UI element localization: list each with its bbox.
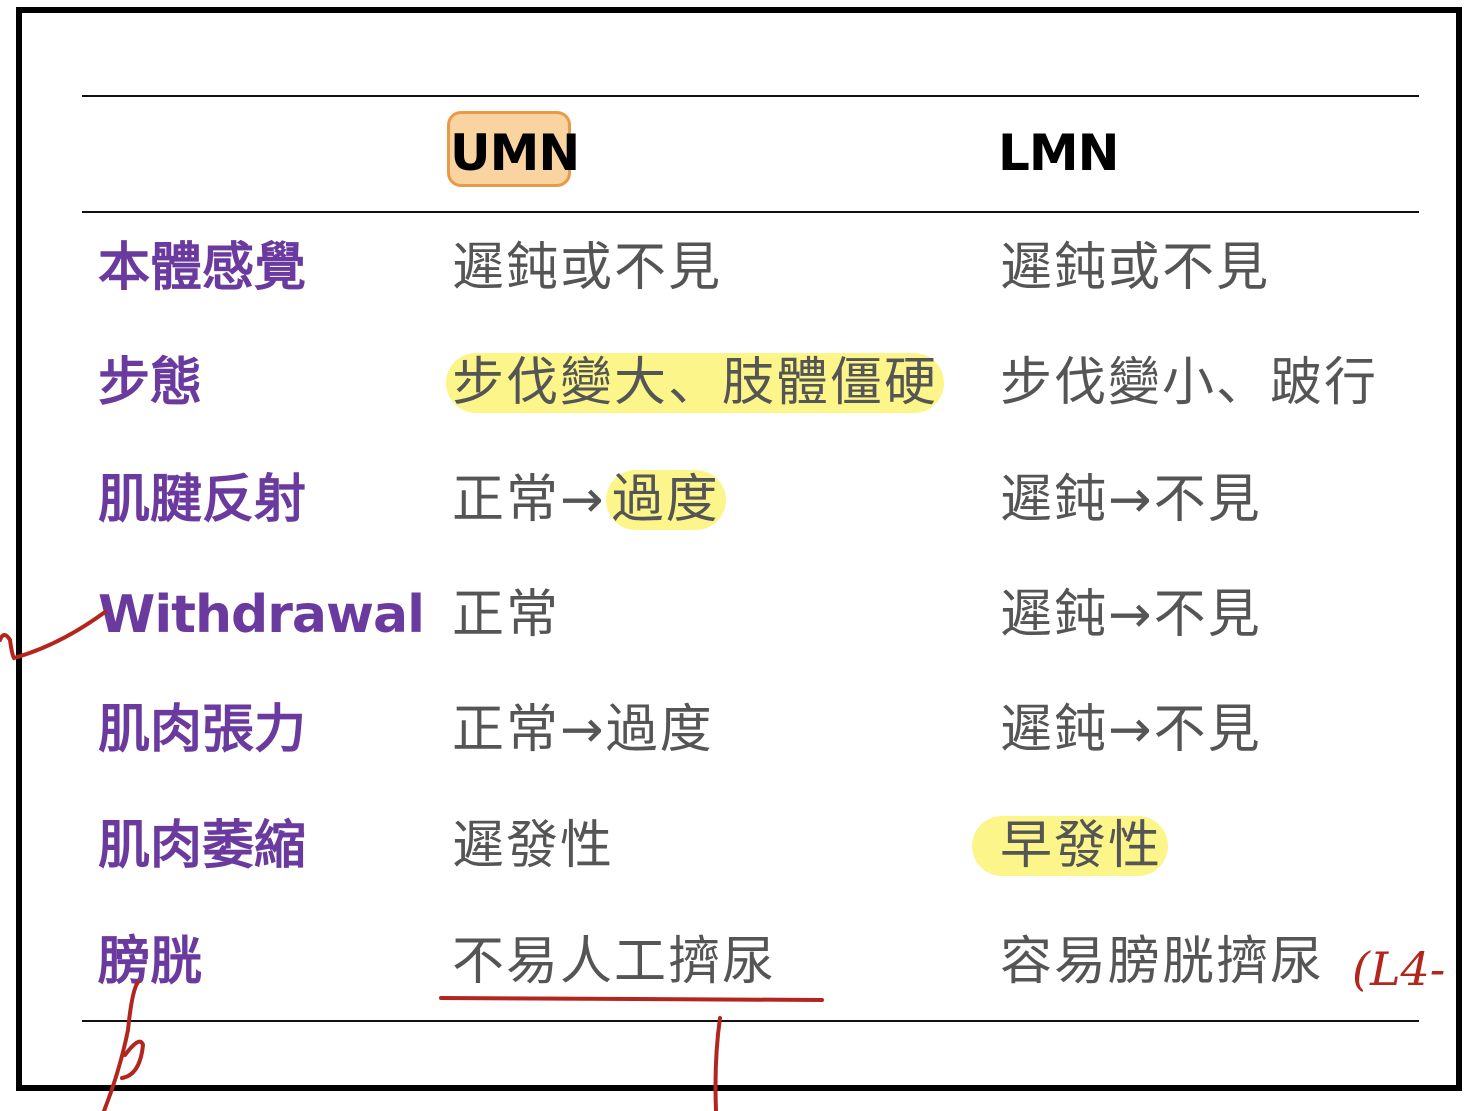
table-row: 肌腱反射 正常→過度 遲鈍→不見 [0,460,1475,540]
umn-cell: 遲鈍或不見 [452,238,723,298]
row-label: 本體感覺 [98,238,307,298]
row-label: 肌肉張力 [98,700,307,760]
umn-cell: 遲發性 [452,816,615,876]
header-umn-badge: UMN [447,111,580,187]
highlight: 步伐變大、肢體僵硬 [446,353,945,413]
highlight: 過度 [605,470,726,530]
table-row: 肌肉張力 正常→過度 遲鈍→不見 [0,690,1475,770]
highlight: 早發性 [972,816,1169,876]
lmn-cell: 遲鈍→不見 [1000,585,1262,645]
lmn-cell: 早發性 [972,806,1169,886]
table-row: Withdrawal 正常 遲鈍→不見 [0,575,1475,655]
row-label: 膀胱 [98,932,203,992]
lmn-cell: 遲鈍→不見 [1000,470,1262,530]
row-label: 步態 [98,353,203,413]
row-label: Withdrawal [98,585,425,645]
lmn-cell: 遲鈍→不見 [1000,700,1262,760]
table-row: 膀胱 不易人工擠尿 容易膀胱擠尿 [0,922,1475,1002]
table-row: 本體感覺 遲鈍或不見 遲鈍或不見 [0,228,1475,308]
umn-cell: 正常 [452,585,561,645]
header-lmn: LMN [998,124,1119,182]
table-bottom-rule [82,1020,1419,1022]
row-label: 肌腱反射 [98,470,307,530]
slide-frame [16,7,1462,1091]
row-label: 肌肉萎縮 [98,816,307,876]
umn-cell: 步伐變大、肢體僵硬 [446,343,945,423]
umn-cell: 正常→過度 [452,700,714,760]
umn-cell: 不易人工擠尿 [452,932,777,992]
table-row: 肌肉萎縮 遲發性 早發性 [0,806,1475,886]
umn-cell: 正常→過度 [452,460,726,540]
table-header-rule [82,211,1419,213]
lmn-cell: 容易膀胱擠尿 [1000,932,1325,992]
table-row: 步態 步伐變大、肢體僵硬 步伐變小、跛行 [0,343,1475,423]
lmn-cell: 遲鈍或不見 [1000,238,1271,298]
lmn-cell: 步伐變小、跛行 [1000,353,1379,413]
table-top-rule [82,95,1419,97]
